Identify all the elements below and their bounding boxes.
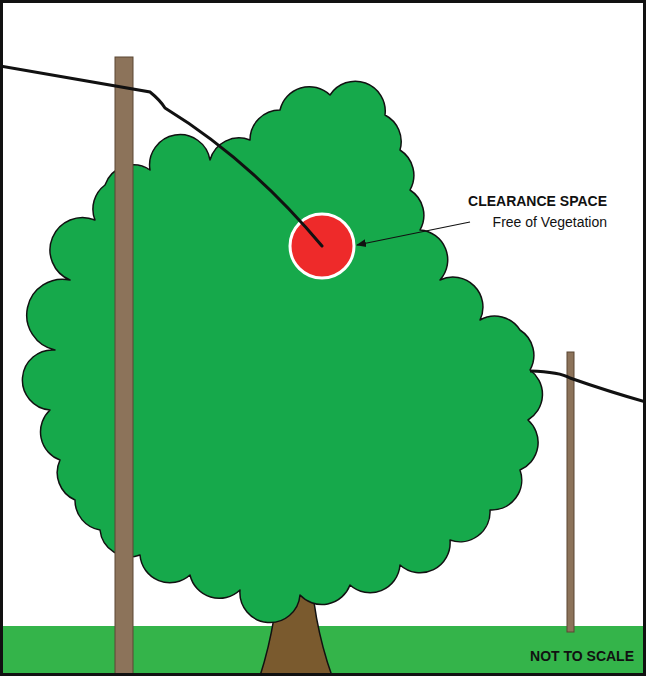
utility-pole [567,352,574,632]
scale-note: NOT TO SCALE [530,648,634,664]
tree-canopy [22,81,542,622]
power-line [530,371,646,402]
leader-arrow [357,222,470,245]
utility-pole [115,57,133,676]
callout-heading: CLEARANCE SPACE [468,193,607,209]
callout-note: Free of Vegetation [493,214,607,230]
power-line [0,66,322,246]
